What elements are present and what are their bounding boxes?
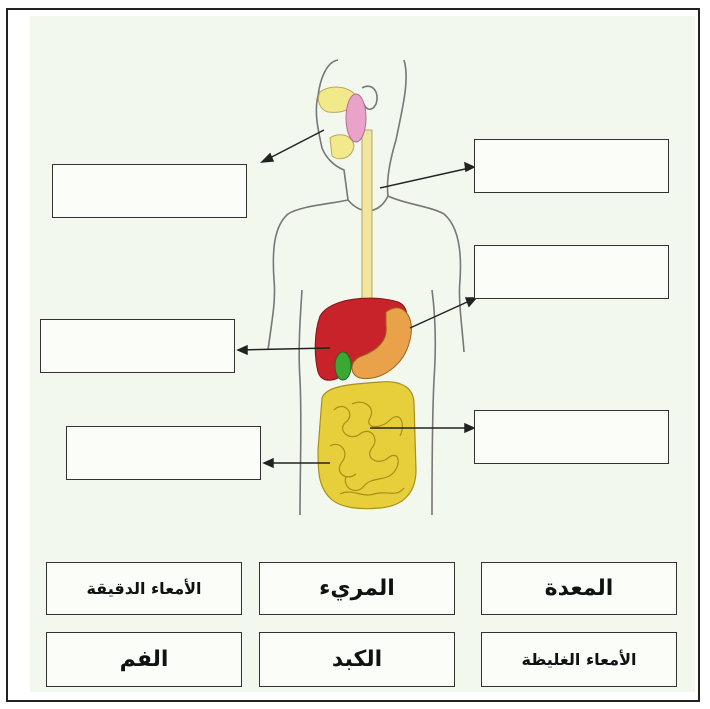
esophagus-organ — [362, 130, 372, 300]
word-esophagus[interactable]: المريء — [259, 562, 455, 615]
blank-box-stomach[interactable] — [474, 245, 669, 299]
blank-box-large-intestine[interactable] — [66, 426, 261, 480]
word-large-intestine[interactable]: الأمعاء الغليظة — [481, 632, 677, 687]
blank-box-liver[interactable] — [40, 319, 235, 373]
blank-box-mouth[interactable] — [52, 164, 247, 218]
blank-box-small-intestine[interactable] — [474, 410, 669, 464]
salivary-gland — [346, 94, 366, 142]
blank-box-esophagus[interactable] — [474, 139, 669, 193]
word-mouth[interactable]: الفم — [46, 632, 242, 687]
gallbladder-organ — [335, 352, 351, 380]
word-small-intestine[interactable]: الأمعاء الدقيقة — [46, 562, 242, 615]
word-stomach[interactable]: المعدة — [481, 562, 677, 615]
word-liver[interactable]: الكبد — [259, 632, 455, 687]
